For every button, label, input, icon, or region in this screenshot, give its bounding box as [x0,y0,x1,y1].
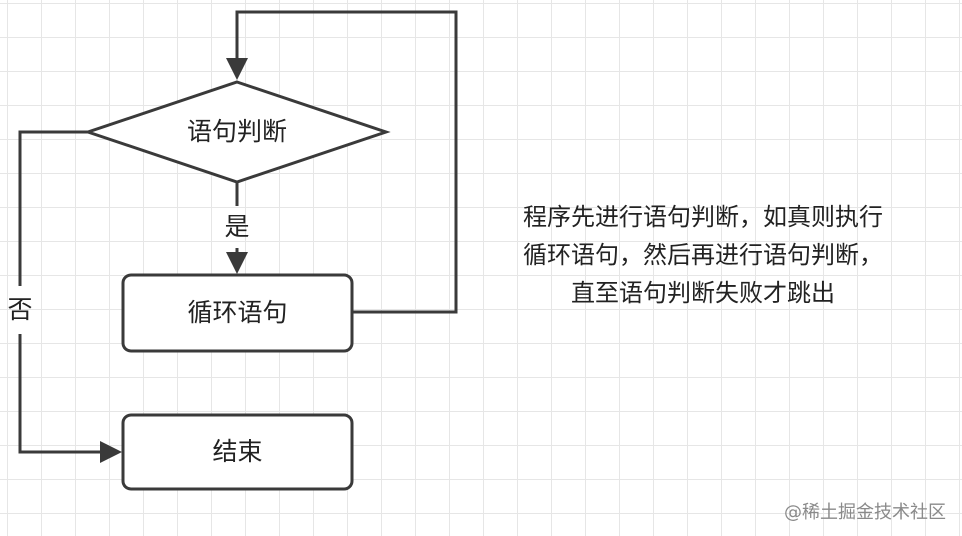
description-line: 直至语句判断失败才跳出 [571,279,835,307]
no-connector-upper [18,130,88,286]
no-connector-lower [18,334,104,454]
loop-back-connector [235,10,458,314]
no-arrowhead [100,441,122,463]
yes-label: 是 [224,212,250,241]
end-label: 结束 [212,437,263,466]
loop-back-arrowhead [226,58,248,80]
end-box [121,413,354,491]
description-line: 程序先进行语句判断，如真则执行 [523,203,883,231]
description-line: 循环语句，然后再进行语句判断， [523,241,883,269]
yes-arrowhead [226,252,248,274]
decision-label: 语句判断 [186,117,287,146]
loop-statement-label: 循环语句 [187,298,288,327]
no-label: 否 [7,295,33,324]
watermark: @稀土掘金技术社区 [784,502,946,523]
description-text: 程序先进行语句判断，如真则执行 循环语句，然后再进行语句判断， 直至语句判断失败… [468,198,938,312]
loop-statement-box [121,273,354,353]
